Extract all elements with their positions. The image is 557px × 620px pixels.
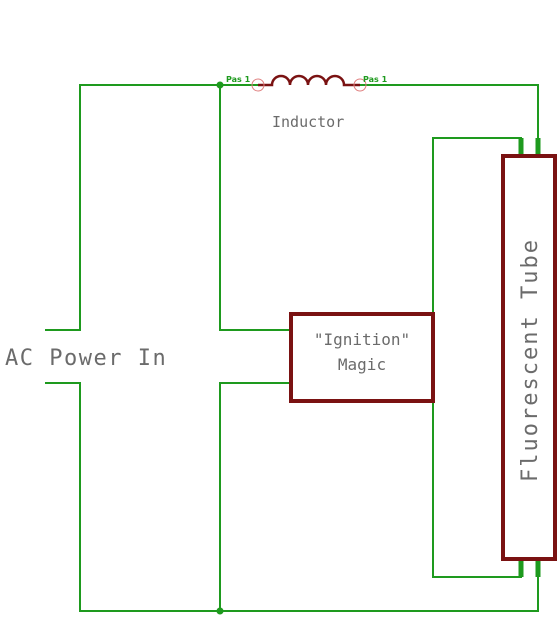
ignition-label-line2: Magic	[338, 355, 386, 374]
junction-dot-bottom	[216, 607, 224, 615]
inductor-pin-right-label: Pas 1	[363, 75, 388, 84]
wires	[45, 84, 539, 612]
inductor-pin-right	[353, 78, 367, 92]
inductor-pin-left-label: Pas 1	[226, 75, 251, 84]
ignition-rect	[289, 312, 435, 403]
inductor-coil	[258, 74, 360, 87]
ignition-box: "Ignition" Magic	[289, 312, 435, 403]
inductor-label: Inductor	[272, 113, 344, 131]
wire-ignition-to-tube-bottom	[432, 368, 522, 578]
tube-label: Fluorescent Tube	[518, 238, 543, 482]
inductor-pin-left	[251, 78, 265, 92]
wire-ac-bottom	[45, 382, 539, 612]
wire-ignition-to-tube-top	[432, 137, 522, 330]
fluorescent-tube: Fluorescent Tube	[501, 138, 557, 577]
tube-rect	[501, 154, 557, 561]
wire-inductor-to-tube	[360, 84, 539, 155]
wire-junction-to-ignition-bottom	[219, 382, 291, 611]
inductor: Pas 1 Pas 1 Inductor	[226, 74, 388, 131]
wire-junction-to-ignition-top	[219, 85, 291, 331]
ignition-label-line1: "Ignition"	[314, 330, 410, 349]
junction-dot-top	[216, 81, 224, 89]
wire-ac-top	[45, 84, 258, 331]
ac-power-label: AC Power In	[5, 346, 167, 371]
